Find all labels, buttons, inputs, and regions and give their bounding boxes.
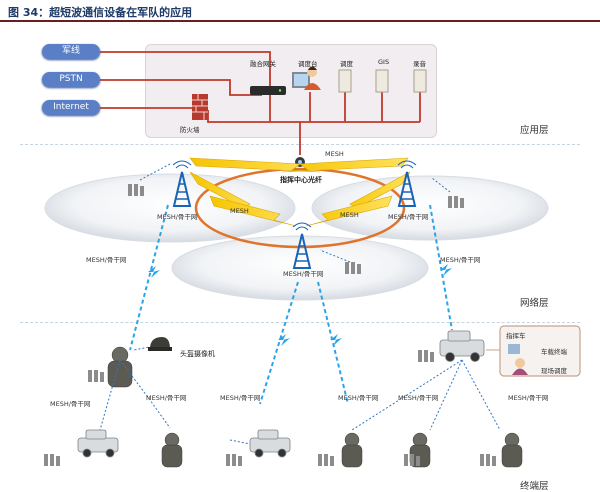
firewall-icon [192,94,208,120]
figure-title: 图 34：超短波通信设备在军队的应用 [8,6,193,19]
network-internet: Internet [42,100,100,115]
lightning-links [129,204,453,405]
mesh-label-top: MESH [325,150,344,158]
mesh-relay-label-t3: MESH/骨干网 [220,394,261,402]
recorder-label: 调度 [340,60,353,68]
firewall-label: 防火墙 [180,126,200,134]
mesh-relay-label-left-link: MESH/骨干网 [86,256,127,264]
mesh-relay-label-t6: MESH/骨干网 [508,394,549,402]
helmet-camera-icon [148,337,172,351]
terminal-radios-icon [44,350,496,466]
cloud-left [44,173,296,243]
mesh-relay-label-t4: MESH/骨干网 [338,394,379,402]
mesh-relay-label-right-tower: MESH/骨干网 [388,213,429,221]
dispatcher-label: 调度台 [298,60,318,68]
server-icons [338,69,427,93]
title-rule [0,20,600,22]
gis-label: GIS [378,58,390,66]
lightning-bolts [148,264,452,346]
short-links [139,163,451,263]
tower-left-icon [172,160,192,207]
mesh-relay-label-t2: MESH/骨干网 [146,394,187,402]
mesh-relay-label-t1: MESH/骨干网 [50,400,91,408]
vehicle-panel-label-2: 现场调度 [541,367,567,375]
mesh-relay-label-left-tower: MESH/骨干网 [157,213,198,221]
mesh-relay-label-t5: MESH/骨干网 [398,394,439,402]
vehicle-panel-label-1: 车载终端 [541,348,567,356]
layer-application-label: 应用层 [520,125,549,136]
layer-terminal-label: 终端层 [520,481,549,492]
gateway-icon [250,86,286,95]
helmet-camera-label: 头盔摄像机 [180,350,215,358]
gateway-label: 融合网关 [250,60,276,68]
command-ring [194,167,406,249]
tower-bottom-icon [292,222,312,269]
layer-network-label: 网络层 [520,298,549,309]
fiber-center-label: 指挥中心光纤 [280,176,322,184]
mesh-label-left: MESH [230,207,249,215]
network-pstn: PSTN [42,72,100,87]
dispatcher-icon [292,66,321,90]
layer-separator-net [20,322,580,323]
vehicle-icons [77,330,485,458]
network-military-line: 军线 [42,44,100,59]
server-label: 录音 [413,60,426,68]
radio-sets-icon [128,184,464,274]
soldier-icons [107,346,523,468]
vehicle-panel-label-0: 指挥车 [506,332,526,340]
mesh-beams [189,157,411,227]
mesh-label-right: MESH [340,211,359,219]
mesh-relay-label-right-link: MESH/骨干网 [440,256,481,264]
tower-right-icon [397,160,417,207]
mesh-relay-label-bottom-tower: MESH/骨干网 [283,270,324,278]
vehicle-panel-box [486,325,581,377]
